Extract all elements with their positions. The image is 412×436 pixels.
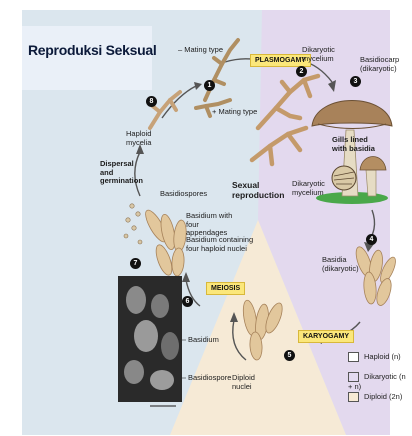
micro-blob [124,360,144,384]
legend-label-haploid: Haploid (n) [364,352,401,361]
spore [130,204,134,208]
basidiospore-label: Basidiospore [188,374,231,383]
basidiospores-top-label: Basidiospores [160,190,207,199]
legend-item-diploid: Diploid (2n) [348,392,402,402]
basidium-nuclei-label: Basidium containing four haploid nuclei [186,236,264,253]
dik-mid-b1 [270,146,272,164]
micro-blob [161,332,179,360]
micro-blob [126,286,146,314]
meiosis-box: MEIOSIS [206,282,245,295]
spore [126,218,130,222]
micro-blob [151,294,169,318]
dikaryotic-mycelium-top-label: Dikaryotic mycelium [302,46,354,63]
small-mushroom-stalk [366,170,376,196]
spore [124,234,128,238]
diagram-title: Reproduksi Seksual [28,42,156,58]
dikaryotic-mycelium-mid-label: Dikaryotic mycelium [292,180,334,197]
step-marker-3: 3 [350,76,361,87]
diploid-nuclei-label: Diploid nuclei [232,374,266,391]
gills-label: Gills lined with basidia [332,136,376,153]
basidia-dikaryotic-label: Basidia (dikaryotic) [322,256,360,273]
basidium-appendages-label: Basidium with four appendages [186,212,242,238]
haploid-mycelia-label: Haploid mycelia [126,130,162,147]
legend-swatch-dikaryotic [348,372,359,382]
dispersal-germination-label: Dispersal and germination [100,160,148,186]
sexual-reproduction-label: Sexual reproduction [232,180,284,200]
legend-item-haploid: Haploid (n) [348,352,401,362]
legend-swatch-diploid [348,392,359,402]
plus-mating-label: + Mating type [212,108,257,117]
title-panel [22,26,152,90]
step-marker-4: 4 [366,234,377,245]
step-marker-2: 2 [296,66,307,77]
sem-micrograph [118,276,182,406]
spore [132,226,136,230]
basidium-label: Basidium [188,336,219,345]
legend-swatch-haploid [348,352,359,362]
legend-item-dikaryotic: Dikaryotic (n + n) [348,372,412,391]
step-marker-8: 8 [146,96,157,107]
step-marker-1: 1 [204,80,215,91]
micro-blob [150,370,174,390]
minus-mating-label: – Mating type [178,46,223,55]
spore [138,240,142,244]
step-marker-7: 7 [130,258,141,269]
basidiocarp-label: Basidiocarp (dikaryotic) [360,56,408,73]
legend-label-diploid: Diploid (2n) [364,392,402,401]
micro-blob [134,320,158,352]
step-marker-6: 6 [182,296,193,307]
karyogamy-box: KARYOGAMY [298,330,354,343]
step-marker-5: 5 [284,350,295,361]
spore [136,212,140,216]
